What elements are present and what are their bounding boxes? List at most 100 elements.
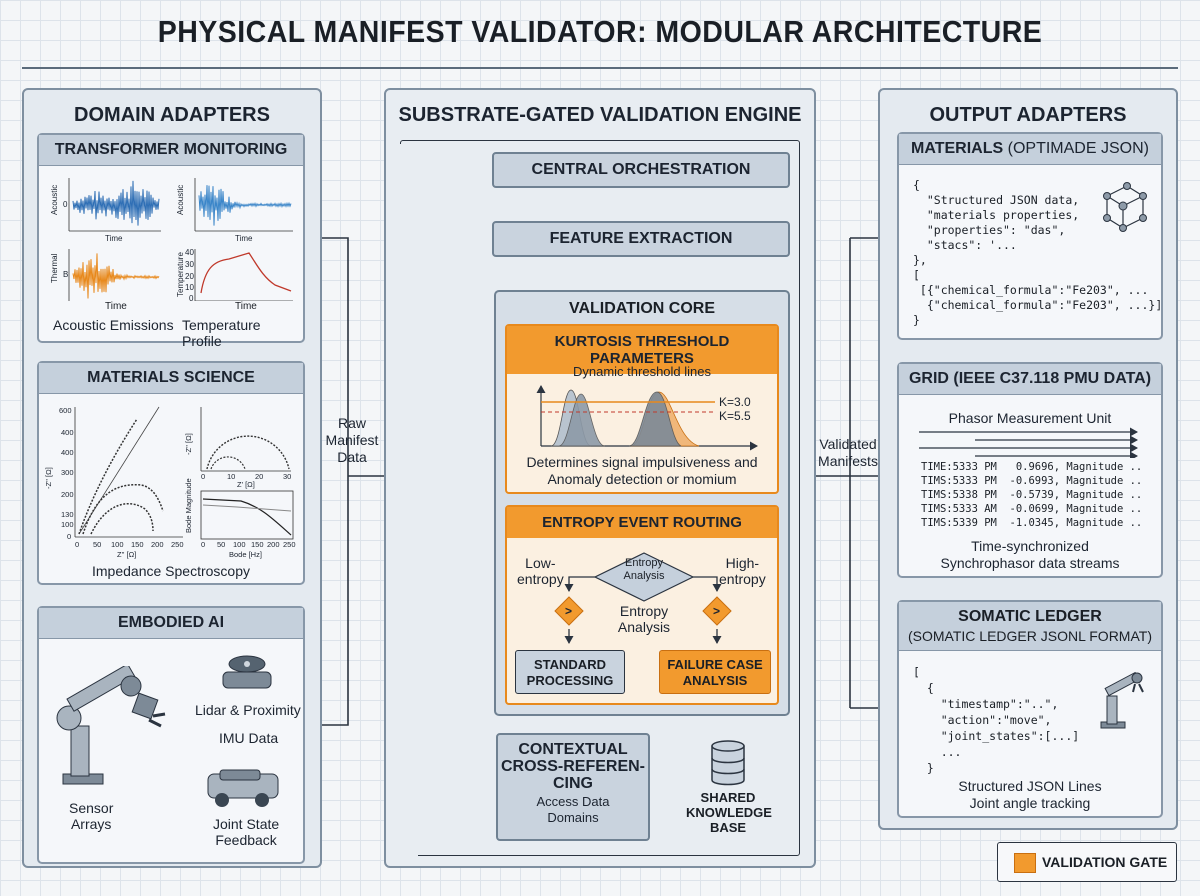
k2-label: K=5.5: [719, 409, 751, 423]
axis-thermal-label: Thermal: [50, 253, 59, 283]
inset2-ylabel: Bode Magnitude: [184, 478, 193, 533]
pmu-row: TIMS:5333 PM -0.6993, Magnitude ..: [921, 475, 1143, 487]
output-adapters-title: OUTPUT ADAPTERS: [929, 104, 1127, 126]
entropy-analysis-label: Entropy Analysis: [617, 603, 671, 635]
axis-temperature-label: Temperature: [176, 252, 185, 297]
entropy-routing-diagram: > >: [554, 552, 732, 644]
svg-text:600: 600: [59, 406, 72, 415]
feature-extraction-box: FEATURE EXTRACTION: [492, 221, 790, 257]
axis-time-2: Time: [235, 234, 253, 243]
svg-text:30: 30: [185, 260, 194, 269]
standard-processing-box: STANDARD PROCESSING: [515, 650, 625, 694]
contextual-cross-referencing-box: CONTEXTUAL CROSS-REFEREN- CING Access Da…: [496, 733, 650, 841]
pmu-data-rows: TIME:5333 PM 0.9696, Magnitude .. TIMS:5…: [921, 460, 1142, 530]
entropy-diamond-label: Entropy Analysis: [623, 557, 665, 582]
raw-manifest-label: Raw Manifest Data: [325, 415, 379, 465]
temperature-profile-caption: Temperature Profile: [182, 317, 261, 349]
entropy-title: ENTROPY EVENT ROUTING: [507, 507, 777, 538]
axis-time-1: Time: [105, 234, 123, 243]
main-xlabel: Z'' [Ω]: [117, 550, 136, 559]
inset2-xlabel: Bode [Hz]: [229, 550, 262, 559]
svg-text:50: 50: [217, 540, 225, 549]
svg-text:0: 0: [67, 532, 71, 541]
k1-label: K=3.0: [719, 395, 751, 409]
axis-time-3: Time: [105, 301, 127, 312]
legend-label: VALIDATION GATE: [1042, 854, 1168, 870]
svg-text:400: 400: [61, 448, 74, 457]
rover-icon: [207, 769, 279, 807]
lidar-icon: [222, 655, 272, 689]
low-entropy-label: Low- entropy: [517, 555, 564, 587]
svg-text:150: 150: [251, 540, 264, 549]
legend-swatch: [1014, 853, 1036, 873]
somatic-ledger-title: SOMATIC LEDGER: [958, 608, 1102, 625]
legend: VALIDATION GATE: [997, 842, 1177, 882]
acoustic-emissions-caption: Acoustic Emissions: [53, 317, 174, 333]
main-ylabel: -Z'' [Ω]: [44, 467, 53, 489]
pmu-caption: Time-synchronized Synchrophasor data str…: [940, 538, 1120, 571]
impedance-caption: Impedance Spectroscopy: [92, 563, 250, 579]
inset1-xlabel: Z' [Ω]: [237, 480, 255, 489]
svg-text:200: 200: [267, 540, 280, 549]
svg-text:0: 0: [75, 540, 79, 549]
crystal-lattice-icon: [1103, 182, 1147, 232]
svg-text:10: 10: [227, 472, 235, 481]
inset1-ylabel: -Z'' [Ω]: [184, 433, 193, 455]
grid-output-card: GRID (IEEE C37.118 PMU DATA) Phasor Meas…: [897, 362, 1163, 578]
embodied-ai-card: EMBODIED AI Lidar & Proximity IMU Data J…: [37, 606, 305, 864]
materials-science-card: MATERIALS SCIENCE 600 400 400 300 200 13…: [37, 361, 305, 585]
phasor-stream-lines: [919, 427, 1138, 458]
svg-text:10: 10: [185, 283, 194, 292]
svg-text:40: 40: [185, 248, 194, 257]
contextual-title: CONTEXTUAL CROSS-REFEREN- CING: [500, 741, 645, 792]
pmu-row: TIMS:5339 PM -1.0345, Magnitude ..: [921, 517, 1143, 529]
gate-diamond-right: [702, 596, 732, 626]
axis-acoustic-label: Acoustic: [50, 185, 59, 215]
database-icon: [711, 740, 745, 786]
svg-text:>: >: [565, 604, 572, 618]
kurtosis-subtitle: Dynamic threshold lines: [572, 364, 711, 379]
tick-zero: 0: [63, 200, 68, 209]
engine-title: SUBSTRATE-GATED VALIDATION ENGINE: [398, 104, 802, 126]
materials-output-format: (OPTIMADE JSON): [1003, 140, 1149, 157]
svg-text:200: 200: [61, 490, 74, 499]
validated-manifests-label: Validated Manifests: [818, 436, 878, 469]
svg-text:200: 200: [151, 540, 164, 549]
axis-acoustic-label-2: Acoustic: [176, 185, 185, 215]
robot-arm-small-icon: [1100, 671, 1144, 729]
svg-text:20: 20: [185, 272, 194, 281]
title-divider: [22, 67, 1178, 69]
materials-output-title: MATERIALS: [911, 140, 1004, 157]
svg-text:50: 50: [93, 540, 101, 549]
svg-text:>: >: [713, 604, 720, 618]
somatic-caption: Structured JSON Lines Joint angle tracki…: [958, 778, 1102, 811]
kurtosis-caption: Determines signal impulsiveness and Anom…: [526, 454, 758, 487]
somatic-ledger-card: SOMATIC LEDGER (SOMATIC LEDGER JSONL FOR…: [897, 600, 1163, 818]
joint-state-label: Joint State Feedback: [213, 816, 280, 848]
svg-text:100: 100: [233, 540, 246, 549]
gate-diamond-left: [554, 596, 584, 626]
transformer-monitoring-card: TRANSFORMER MONITORING Acoustic 0 Time A…: [37, 133, 305, 349]
axis-time-4: Time: [235, 301, 257, 312]
svg-text:100: 100: [111, 540, 124, 549]
contextual-sub: Access Data Domains: [536, 794, 610, 825]
materials-science-title: MATERIALS SCIENCE: [39, 363, 303, 394]
transformer-monitoring-title: TRANSFORMER MONITORING: [39, 135, 303, 166]
high-entropy-label: High- entropy: [719, 555, 766, 587]
entropy-box: ENTROPY EVENT ROUTING > > Entropy Analys…: [505, 505, 779, 705]
impedance-plots: 600 400 400 300 200 130 100 0 -Z'' [Ω] 0…: [44, 406, 296, 559]
sensor-arrays-label: Sensor Arrays: [69, 800, 114, 832]
svg-text:20: 20: [255, 472, 263, 481]
svg-text:130: 130: [61, 510, 74, 519]
page-title: PHYSICAL MANIFEST VALIDATOR: MODULAR ARC…: [157, 14, 1043, 49]
pmu-subtitle: Phasor Measurement Unit: [948, 410, 1112, 426]
shared-knowledge-base-label: SHARED KNOWLEDGE BASE: [686, 790, 772, 835]
svg-text:400: 400: [61, 428, 74, 437]
pmu-row: TIME:5333 PM 0.9696, Magnitude ..: [921, 461, 1143, 473]
imu-label: IMU Data: [219, 730, 279, 746]
pmu-row: TIMS:5333 AM -0.0699, Magnitude ..: [921, 503, 1143, 515]
somatic-ledger-subtitle: (SOMATIC LEDGER JSONL FORMAT): [908, 628, 1152, 644]
svg-text:300: 300: [61, 468, 74, 477]
embodied-ai-title: EMBODIED AI: [39, 608, 303, 639]
failure-case-analysis-box: FAILURE CASE ANALYSIS: [659, 650, 771, 694]
